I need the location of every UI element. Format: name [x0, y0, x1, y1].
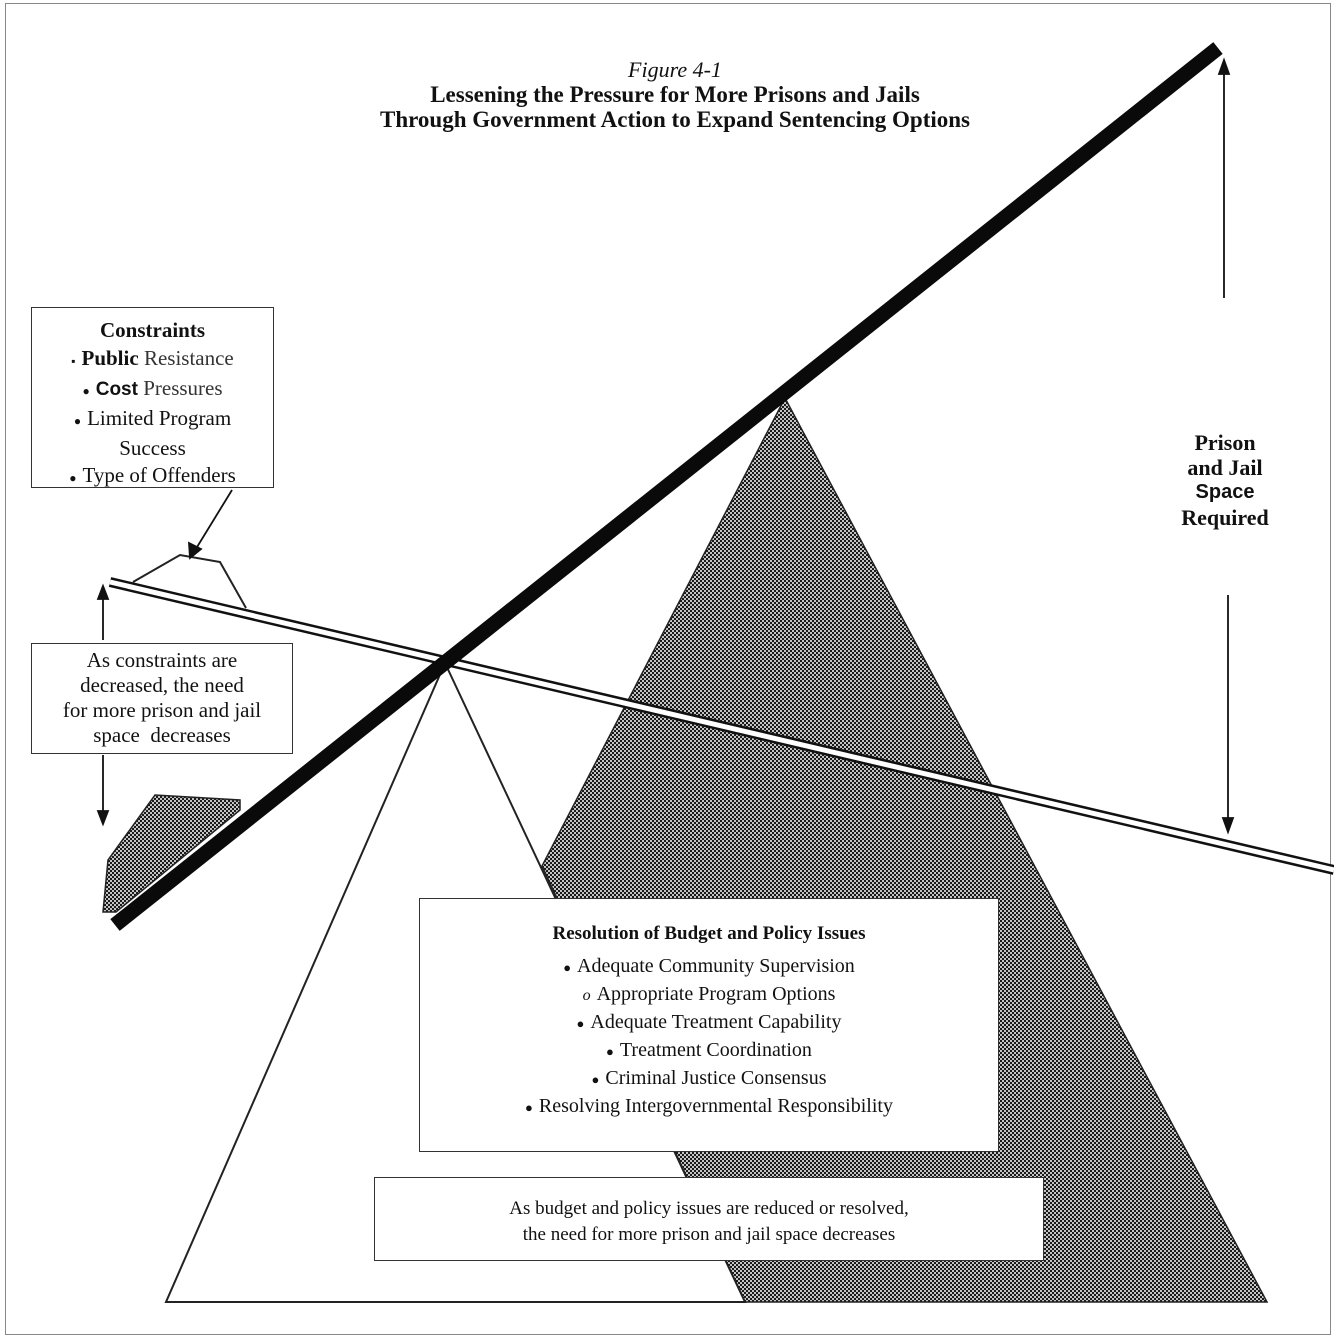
bullet-icon: ▪ — [71, 354, 76, 368]
bullet-icon: ● — [73, 414, 82, 428]
constraints-callout: As constraints are decreased, the need f… — [31, 643, 293, 754]
resolution-box: Resolution of Budget and Policy Issues ●… — [419, 898, 999, 1152]
bullet-icon: ● — [525, 1100, 533, 1115]
balance-beam — [108, 577, 1334, 875]
right-down-arrow — [1221, 595, 1235, 835]
resolution-item: ●Criminal Justice Consensus — [420, 1065, 998, 1093]
resolution-heading: Resolution of Budget and Policy Issues — [552, 923, 866, 944]
right-up-arrow — [1217, 57, 1231, 298]
resolution-item: ●Adequate Community Supervision — [420, 953, 998, 981]
left-down-arrow — [96, 755, 110, 827]
constraint-item: Success — [119, 436, 186, 460]
bullet-icon: ● — [69, 471, 77, 485]
constraint-item: ▪Public Resistance — [32, 345, 273, 375]
bullet-icon: ● — [576, 1016, 585, 1031]
figure-title-line2: Through Government Action to Expand Sent… — [379, 107, 970, 133]
pressure-line — [110, 42, 1223, 931]
figure-title-block: Figure 4-1 Lessening the Pressure for Mo… — [300, 57, 1050, 133]
constraint-item: ●Type of Offenders — [32, 462, 273, 492]
left-up-arrow — [96, 583, 110, 640]
callout-line: As budget and policy issues are reduced … — [509, 1198, 909, 1219]
figure-frame — [5, 3, 1331, 1335]
constraints-arrow — [187, 489, 233, 560]
callout-line: As constraints are — [86, 648, 238, 672]
left-shaded-weight — [102, 794, 241, 913]
constraints-heading: Constraints — [99, 318, 205, 342]
bullet-icon: o — [582, 987, 591, 1004]
resolution-item: ●Treatment Coordination — [420, 1037, 998, 1065]
bullet-icon: ● — [82, 384, 90, 398]
resolution-item: ●Resolving Intergovernmental Responsibil… — [420, 1093, 998, 1121]
constraints-weight — [132, 553, 247, 609]
bullet-icon: ● — [591, 1072, 600, 1087]
callout-line: the need for more prison and jail space … — [522, 1224, 896, 1245]
callout-line: decreased, the need — [80, 673, 244, 697]
figure-label: Figure 4-1 — [628, 57, 722, 82]
callout-line: space decreases — [93, 723, 231, 747]
callout-line: for more prison and jail — [62, 698, 262, 722]
figure-title-line1: Lessening the Pressure for More Prisons … — [430, 82, 920, 108]
bullet-icon: ● — [606, 1044, 614, 1059]
constraints-box: Constraints ▪Public Resistance ●Cost Pre… — [31, 307, 274, 488]
bullet-icon: ● — [563, 960, 572, 975]
resolution-callout: As budget and policy issues are reduced … — [374, 1177, 1044, 1261]
space-required-label: Prison and Jail Space Required — [1181, 430, 1269, 530]
constraint-item: ●Cost Pressures — [32, 375, 273, 405]
constraint-item: ●Limited Program — [32, 405, 273, 435]
resolution-item: ●Adequate Treatment Capability — [420, 1009, 998, 1037]
